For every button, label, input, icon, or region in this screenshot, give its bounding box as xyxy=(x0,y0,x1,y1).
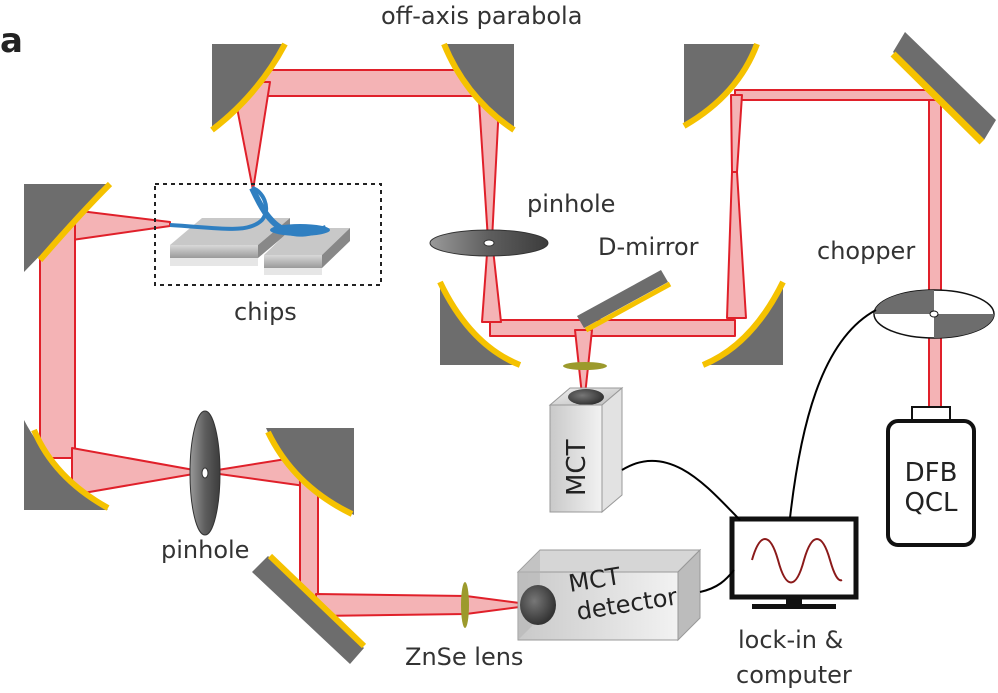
off-axis-parabolic-mirror-icon xyxy=(24,181,113,272)
pinhole-icon xyxy=(189,410,221,536)
d-mirror-icon xyxy=(577,270,672,333)
chopper-label: chopper xyxy=(817,237,915,265)
off-axis-parabolic-mirror-icon xyxy=(441,42,516,133)
panel-label: a xyxy=(0,21,23,61)
mct-label: MCT xyxy=(562,439,592,496)
pinhole-icon xyxy=(429,229,549,257)
off-axis-parabolic-mirror-icon xyxy=(265,428,354,517)
detector-icon xyxy=(516,548,702,642)
off-axis-parabola-label: off-axis parabola xyxy=(381,2,582,30)
fiber-icon xyxy=(169,186,269,231)
pinhole-top-label: pinhole xyxy=(527,190,615,218)
qcl-label-line2: QCL xyxy=(904,488,958,518)
chips-label: chips xyxy=(234,298,297,326)
sine-wave-icon xyxy=(751,538,843,584)
detector-icon xyxy=(548,386,624,514)
chopper-wheel-icon xyxy=(873,289,995,339)
d-mirror-label: D-mirror xyxy=(598,233,699,261)
flat-mirror-icon xyxy=(890,32,996,145)
off-axis-parabolic-mirror-icon xyxy=(24,420,110,511)
flat-mirror-icon xyxy=(252,553,367,664)
znse-lens-label: ZnSe lens xyxy=(405,643,523,671)
off-axis-parabolic-mirror-icon xyxy=(682,42,760,129)
pinhole-bottom-label: pinhole xyxy=(161,536,249,564)
signal-cables xyxy=(621,309,877,593)
dfb-label-line1: DFB xyxy=(905,458,958,488)
lens-icon xyxy=(563,362,607,370)
off-axis-parabolic-mirror-icon xyxy=(210,42,288,133)
lockin-label-line2: computer xyxy=(736,661,852,689)
chip-icon xyxy=(154,183,382,286)
lockin-label-line1: lock-in & xyxy=(738,626,843,654)
monitor-icon xyxy=(729,516,859,609)
off-axis-parabolic-mirror-icon xyxy=(701,280,786,368)
laser-icon xyxy=(886,406,976,547)
off-axis-parabolic-mirror-icon xyxy=(437,280,522,368)
lens-icon xyxy=(461,582,469,628)
